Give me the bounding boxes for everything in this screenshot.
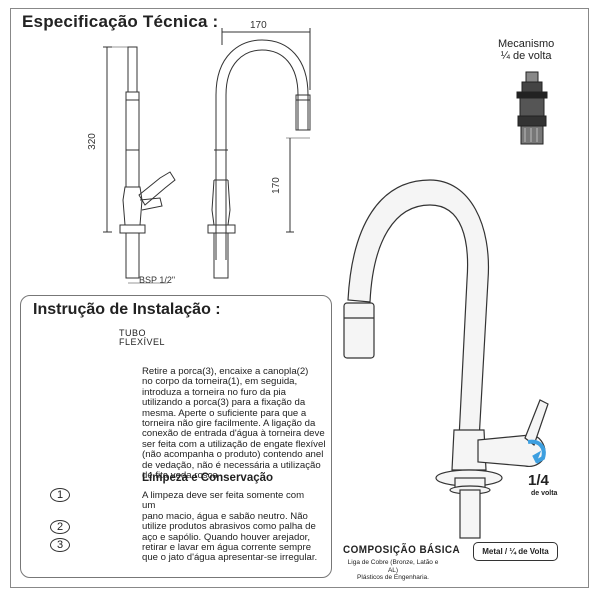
installation-line: Retire a porca(3), encaixe a canopla(2) bbox=[142, 366, 309, 377]
side-view-drawing bbox=[103, 46, 176, 284]
width-dimension: 170 bbox=[250, 20, 267, 31]
cleaning-line: utilize produtos abrasivos como palha de bbox=[142, 521, 316, 533]
cleaning-paragraph: A limpeza deve ser feita somente com um … bbox=[142, 490, 332, 564]
quarter-turn-sublabel: de volta bbox=[531, 490, 558, 497]
tube-label-line-2: FLEXÍVEL bbox=[119, 337, 166, 347]
installation-title: Instrução de Instalação : bbox=[33, 301, 221, 318]
part-number-2: 2 bbox=[50, 520, 70, 534]
composition-text: Liga de Cobre (Bronze, Latão e AL) Plást… bbox=[343, 559, 443, 582]
mechanism-line-2: ¼ de volta bbox=[500, 50, 552, 62]
total-height-dimension: 320 bbox=[86, 133, 98, 150]
installation-line: conexão de entrada d'água à torneira dev… bbox=[142, 428, 325, 440]
mechanism-line-1: Mecanismo bbox=[498, 38, 555, 50]
cleaning-line: um bbox=[142, 500, 156, 512]
part-number-1: 1 bbox=[50, 488, 70, 502]
installation-line: introduza a torneira no furo da pia bbox=[142, 386, 286, 398]
cleaning-line: A limpeza deve ser feita somente com bbox=[142, 490, 305, 501]
tube-label: TUBO FLEXÍVEL bbox=[119, 329, 165, 347]
front-view-drawing bbox=[207, 28, 311, 279]
faucet-product-illustration bbox=[343, 179, 549, 539]
mechanism-cartridge-icon bbox=[516, 71, 548, 145]
mechanism-caption: Mecanismo ¼ de volta bbox=[498, 38, 554, 62]
installation-line: utilizando a porca(3) para a fixação da bbox=[142, 397, 306, 409]
installation-paragraph: Retire a porca(3), encaixe a canopla(2) … bbox=[142, 366, 332, 482]
product-badge: Metal / ¼ de Volta bbox=[473, 542, 558, 561]
installation-line: (não acompanha o produto) contendo anel bbox=[142, 449, 324, 461]
installation-line: torneira não gire facilmente. A ligação … bbox=[142, 418, 316, 430]
cleaning-line: aço e sapólio. Quando houver arejador, bbox=[142, 531, 311, 543]
part-number-3: 3 bbox=[50, 538, 70, 552]
tube-label-line-1: TUBO bbox=[119, 328, 147, 338]
installation-panel bbox=[20, 295, 332, 578]
spec-title: Especificação Técnica : bbox=[22, 12, 219, 31]
installation-line: de vedação, não é necessária a utilizaçã… bbox=[142, 459, 321, 471]
installation-line: de fita veda rosca bbox=[142, 470, 218, 482]
composition-line-2: Plásticos de Engenharia. bbox=[357, 574, 429, 582]
page-frame bbox=[10, 8, 589, 588]
installation-line: mesma. Aperte o suficiente para que a bbox=[142, 407, 307, 419]
installation-line: no corpo da torneira(1), em seguida, bbox=[142, 376, 298, 388]
composition-title: COMPOSIÇÃO BÁSICA bbox=[343, 544, 461, 556]
cleaning-line: pano macio, água e sabão neutro. Não bbox=[142, 510, 308, 522]
cleaning-title: Limpeza e Conservação bbox=[142, 472, 274, 484]
installation-line: ser feita com a utilização de engate fle… bbox=[142, 438, 326, 450]
cleaning-line: retirar e lavar em água corrente sempre bbox=[142, 542, 312, 554]
thread-label: BSP 1/2" bbox=[139, 275, 176, 285]
spout-height-dimension: 170 bbox=[270, 177, 282, 194]
composition-line-1: Liga de Cobre (Bronze, Latão e AL) bbox=[347, 559, 439, 574]
cleaning-line: que o jato d'água apresentar-se irregula… bbox=[142, 552, 318, 564]
quarter-turn-label: 1/4 bbox=[528, 472, 549, 489]
